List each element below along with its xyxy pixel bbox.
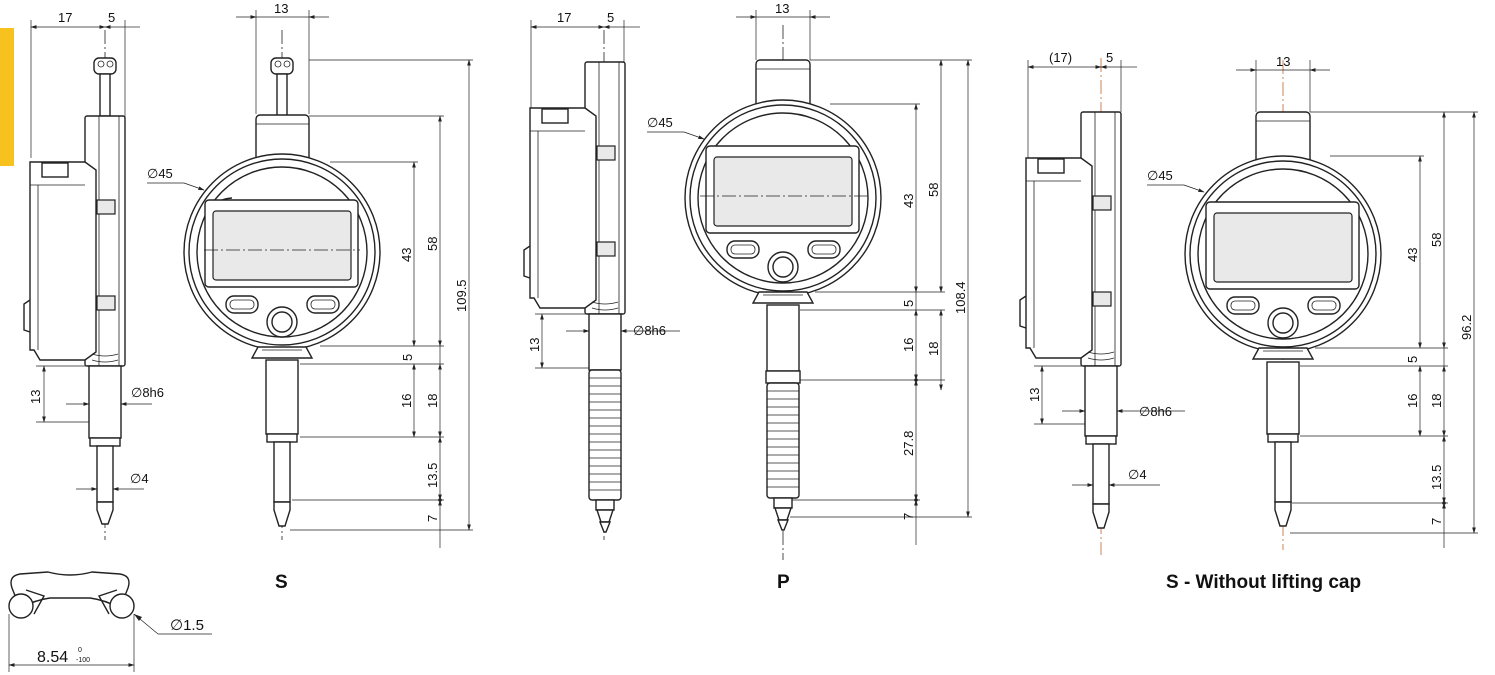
dim-13-p: 13 <box>527 338 542 352</box>
dim-dia4-side: ∅4 <box>130 471 149 486</box>
dim-108-4: 108.4 <box>953 281 968 314</box>
dim-16-nc: 16 <box>1405 394 1420 408</box>
dim-dia45-s: ∅45 <box>147 166 173 181</box>
dim-58-s: 58 <box>425 237 440 251</box>
dim-7-nc: 7 <box>1429 518 1444 525</box>
dim-13-front: 13 <box>274 1 288 16</box>
dim-5-front-p: 5 <box>901 300 916 307</box>
dim-17: 17 <box>58 10 72 25</box>
dim-dia4-nc: ∅4 <box>1128 467 1147 482</box>
dim-16-s: 16 <box>399 394 414 408</box>
dim-13-front-p: 13 <box>775 1 789 16</box>
dim-109-5: 109.5 <box>454 279 469 312</box>
dim-5-nc-front: 5 <box>1405 356 1420 363</box>
profile-detail: 8.54 0 -100 ∅1.5 <box>8 571 212 672</box>
dim-58-p: 58 <box>926 183 941 197</box>
side-view-p: 17 5 13 ∅8h6 <box>523 10 680 540</box>
dim-5: 5 <box>108 10 115 25</box>
dim-dia45-nc: ∅45 <box>1147 168 1173 183</box>
dim-43-p: 43 <box>901 194 916 208</box>
dim-5-s: 5 <box>400 354 415 361</box>
dim-17-paren: (17) <box>1049 50 1072 65</box>
side-view-no-cap: (17) 5 13 ∅8h6 ∅4 <box>1019 50 1185 555</box>
tolerance-lower: -100 <box>76 657 90 664</box>
dim-13-5-nc: 13.5 <box>1429 465 1444 490</box>
dim-96-2: 96.2 <box>1459 315 1474 340</box>
caption-s: S <box>275 572 288 593</box>
dim-27-8: 27.8 <box>901 431 916 456</box>
dim-16-p: 16 <box>901 338 916 352</box>
dim-18-s: 18 <box>425 394 440 408</box>
dim-13-side: 13 <box>28 390 43 404</box>
dim-dia45-p: ∅45 <box>647 115 673 130</box>
dim-5-p: 5 <box>607 10 614 25</box>
side-view-s: 17 5 13 ∅8h6 <box>23 10 164 540</box>
dim-18-nc: 18 <box>1429 394 1444 408</box>
dim-7-p: 7 <box>901 513 916 520</box>
dim-58-nc: 58 <box>1429 233 1444 247</box>
dim-18-p: 18 <box>926 342 941 356</box>
dim-dia8-nc: ∅8h6 <box>1139 404 1172 419</box>
tolerance-upper: 0 <box>78 647 82 654</box>
dim-dia8-side: ∅8h6 <box>131 385 164 400</box>
caption-no-cap: S - Without lifting cap <box>1166 572 1361 593</box>
front-view-no-cap: 13 ∅45 43 <box>1147 54 1478 550</box>
caption-p: P <box>777 572 790 593</box>
dim-5-nc: 5 <box>1106 50 1113 65</box>
front-view-p: 13 ∅45 <box>647 1 972 560</box>
dim-43-s: 43 <box>399 248 414 262</box>
front-view-s: 13 ∅45 <box>147 1 473 548</box>
dim-8-54: 8.54 <box>37 649 68 666</box>
dim-43-nc: 43 <box>1405 248 1420 262</box>
accent-tab <box>0 28 14 166</box>
dim-13-5-s: 13.5 <box>425 463 440 488</box>
dim-13-nc-front: 13 <box>1276 54 1290 69</box>
dim-dia1-5: ∅1.5 <box>170 617 204 634</box>
dim-7-s: 7 <box>425 515 440 522</box>
dim-17-p: 17 <box>557 10 571 25</box>
bellows-side <box>588 369 622 501</box>
bellows-front <box>766 382 800 499</box>
dim-13-nc: 13 <box>1027 388 1042 402</box>
dim-dia8-p: ∅8h6 <box>633 323 666 338</box>
